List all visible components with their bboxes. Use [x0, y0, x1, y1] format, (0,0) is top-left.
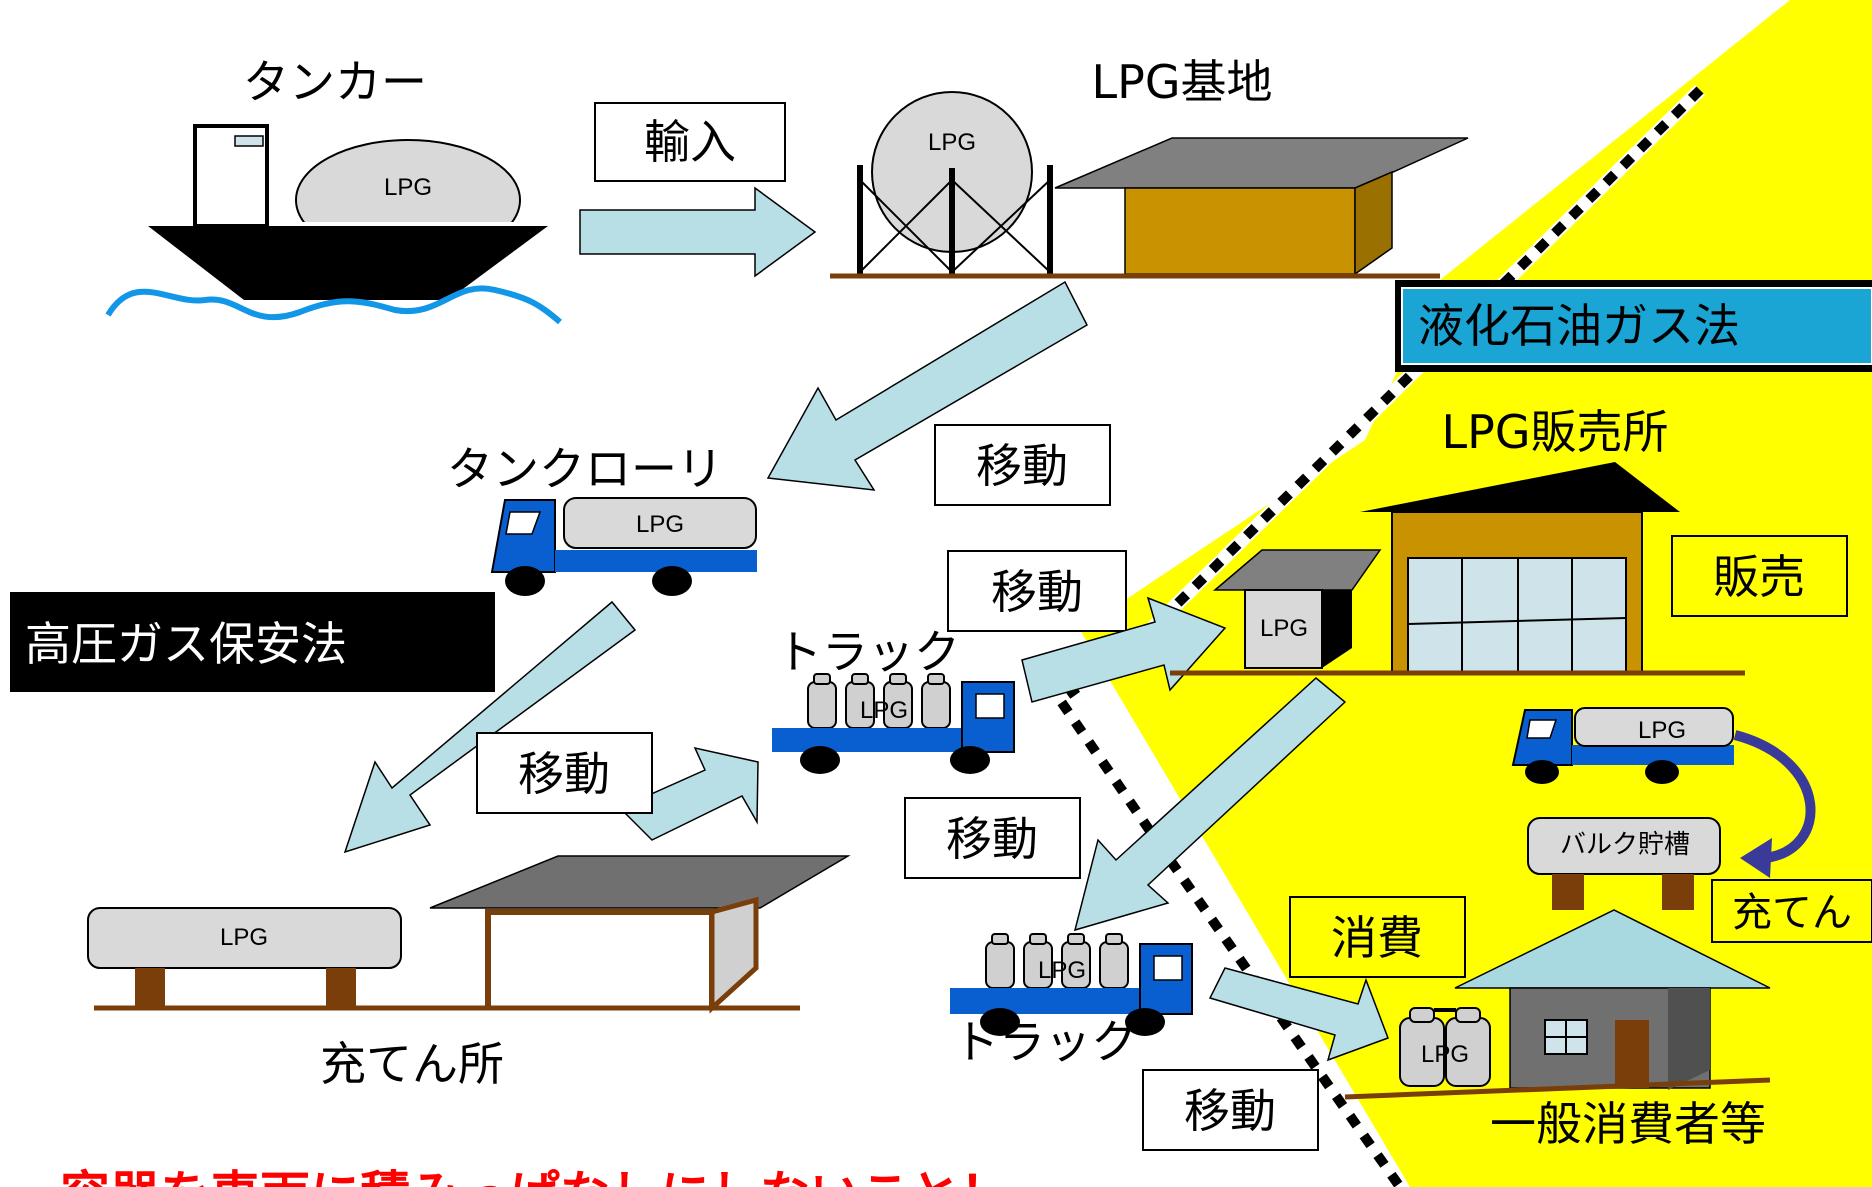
move-label-5: 移動 [1184, 1084, 1276, 1138]
bulk-tank-icon [1527, 817, 1721, 910]
consume-label: 消費 [1331, 911, 1423, 965]
consumer-cylinders-icon: LPG [1399, 1007, 1491, 1087]
move-label-3: 移動 [991, 565, 1083, 619]
arrow-shop-to-truck [1073, 677, 1347, 932]
fill-curved-arrow [1733, 730, 1816, 863]
tanker-lpg-tag: LPG [384, 174, 432, 201]
lorry-lpg-tag: LPG [636, 511, 684, 538]
import-label: 輸入 [644, 115, 736, 169]
move-label-1: 移動 [976, 439, 1068, 493]
arrow-lorry-to-filling [343, 600, 637, 854]
truck-upper-label: トラック [776, 625, 960, 679]
consumer-house-icon [1454, 909, 1771, 1090]
truck-lower-label: トラック [953, 1015, 1137, 1069]
move-label-4: 移動 [946, 812, 1038, 866]
lpg-shop-label: LPG販売所 [1441, 405, 1668, 459]
arrow-truck-to-consumer [1208, 967, 1389, 1062]
arrow-truck-to-shop [1021, 596, 1227, 703]
arrow-filling-to-truck [618, 746, 759, 841]
truck-lower-icon: LPG [950, 933, 1193, 1036]
filling-lpg-tag: LPG [220, 924, 268, 951]
warning-text: 容器を車両に積みっぱなしにしないこと！ [60, 1166, 1010, 1187]
sale-label: 販売 [1713, 550, 1805, 604]
truck-upper-lpg-tag: LPG [860, 697, 908, 724]
import-arrow [579, 186, 817, 278]
lpg-base-warehouse-icon [1054, 137, 1469, 276]
general-consumers-label: 一般消費者等 [1490, 1097, 1766, 1151]
truck-lower-lpg-tag: LPG [1038, 957, 1086, 984]
bulk-tank-label: バルク貯槽 [1560, 830, 1690, 860]
high-pressure-gas-law-label: 高圧ガス保安法 [25, 617, 347, 671]
move-label-2: 移動 [518, 747, 610, 801]
shop-lpg-tag: LPG [1260, 615, 1308, 642]
tanker-label: タンカー [243, 55, 427, 109]
tank-lorry-label: タンクローリ [447, 442, 723, 496]
filling-station-icon: LPG [87, 855, 851, 1014]
arrow-base-to-lorry [766, 280, 1088, 491]
lpg-spherical-tank-icon: LPG [857, 91, 1053, 278]
small-lorry-icon: LPG [1511, 707, 1734, 784]
tank-lorry-icon: LPG [490, 497, 757, 596]
consumer-lpg-tag: LPG [1421, 1041, 1469, 1068]
tanker-ship-icon: LPG [105, 124, 562, 325]
truck-upper-icon: LPG [772, 673, 1015, 774]
lpg-base-label: LPG基地 [1091, 55, 1272, 109]
high-pressure-gas-law-box [10, 592, 495, 692]
base-lpg-tag: LPG [928, 129, 976, 156]
fill-label: 充てん [1732, 890, 1852, 936]
filling-station-label: 充てん所 [320, 1037, 504, 1091]
lpg-shop-storage-icon: LPG [1212, 549, 1382, 669]
lp-gas-law-label: 液化石油ガス法 [1418, 299, 1740, 353]
small-lorry-lpg-tag: LPG [1638, 717, 1686, 744]
